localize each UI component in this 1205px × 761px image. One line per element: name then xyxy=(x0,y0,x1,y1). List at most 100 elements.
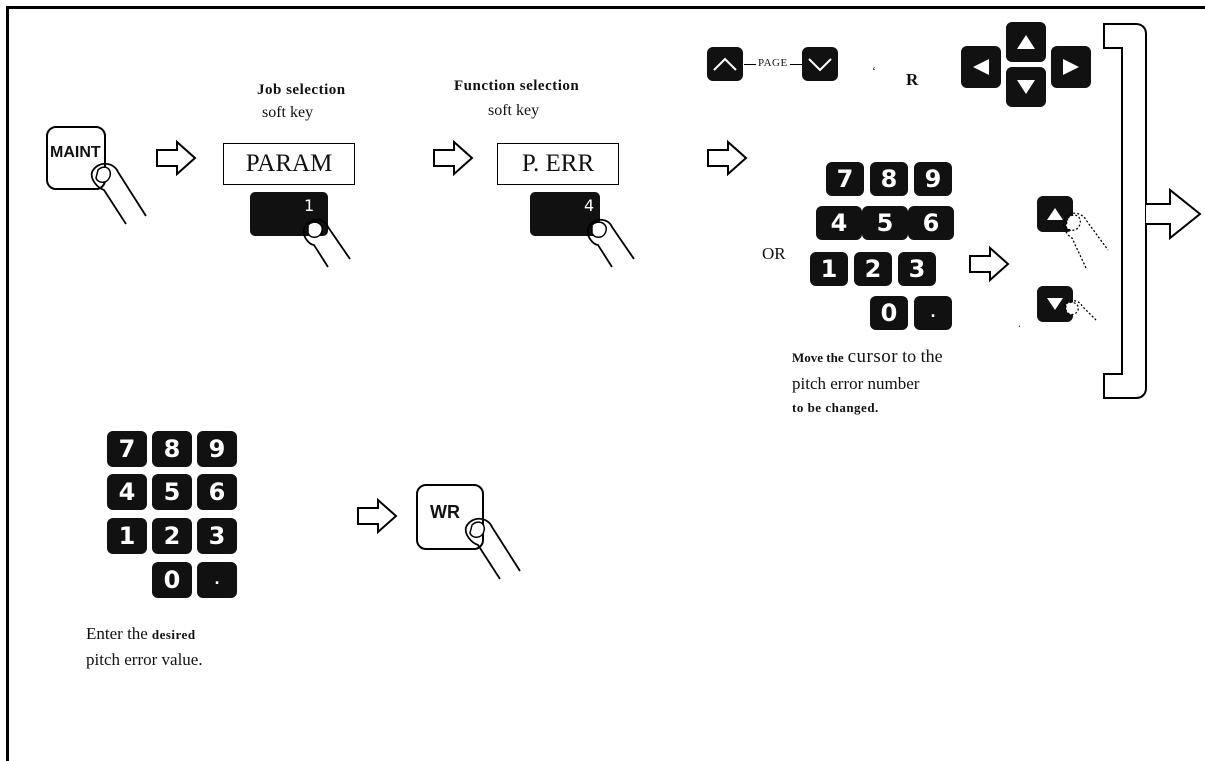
num-key-label: 9 xyxy=(208,435,226,463)
cursor-down-key[interactable] xyxy=(1006,67,1046,107)
cursor-left-key[interactable] xyxy=(961,46,1001,88)
triangle-left-icon xyxy=(973,59,989,75)
num-key[interactable]: 8 xyxy=(152,431,192,467)
num-key-label: 2 xyxy=(864,255,882,283)
num-key[interactable]: 2 xyxy=(854,252,892,286)
num-key[interactable]: 0 xyxy=(152,562,192,598)
enter-caption-1: Enter the desired xyxy=(86,624,196,644)
cursor-caption-1c: to the xyxy=(902,346,943,366)
num-key-label: 9 xyxy=(924,165,942,193)
num-key-label: 3 xyxy=(908,255,926,283)
num-key-label: 5 xyxy=(163,478,181,506)
param-display-label: PARAM xyxy=(245,150,333,177)
triangle-right-icon xyxy=(1063,59,1079,75)
num-key[interactable]: 0 xyxy=(870,296,908,330)
num-key[interactable]: 9 xyxy=(914,162,952,196)
num-key[interactable]: . xyxy=(914,296,952,330)
maint-key-label: MAINT xyxy=(50,144,101,161)
num-key-label: 3 xyxy=(208,522,226,550)
flow-arrow-icon xyxy=(357,497,398,535)
flow-arrow-icon xyxy=(969,245,1010,283)
num-key[interactable]: 3 xyxy=(197,518,237,554)
cursor-right-key[interactable] xyxy=(1051,46,1091,88)
triangle-down-icon xyxy=(1047,298,1063,310)
num-key[interactable]: 3 xyxy=(898,252,936,286)
param-display: PARAM xyxy=(223,143,355,185)
num-key[interactable]: 4 xyxy=(816,206,862,240)
num-key-label: 6 xyxy=(208,478,226,506)
function-selection-caption-1: Function selection xyxy=(454,78,580,94)
finger-icon-wr xyxy=(464,517,521,580)
num-key-label: 7 xyxy=(836,165,854,193)
num-key-label: 2 xyxy=(163,522,181,550)
triangle-down-icon xyxy=(1017,80,1035,94)
num-key[interactable]: 6 xyxy=(197,474,237,510)
softkey-1-label: 1 xyxy=(304,196,315,215)
cursor-caption-1a: Move the xyxy=(792,350,844,365)
triangle-up-icon xyxy=(1047,208,1063,220)
cursor-caption-2: pitch error number xyxy=(792,374,920,393)
finger-icon-softkey-1 xyxy=(302,218,351,268)
num-key-label: 0 xyxy=(163,566,181,594)
diagram-frame xyxy=(6,6,1205,761)
num-key-label: 0 xyxy=(880,299,898,327)
num-key[interactable]: 6 xyxy=(908,206,954,240)
perr-display-label: P. ERR xyxy=(521,150,595,177)
page-label: PAGE xyxy=(756,57,790,69)
num-key-label: . xyxy=(214,572,220,588)
or-label: OR xyxy=(762,244,786,263)
enter-caption-1b: desired xyxy=(151,627,196,642)
chevron-up-icon xyxy=(713,57,737,71)
finger-icon-softkey-4 xyxy=(586,218,635,268)
page-up-key[interactable] xyxy=(707,47,743,81)
triangle-up-icon xyxy=(1017,35,1035,49)
num-key[interactable]: 1 xyxy=(107,518,147,554)
num-key[interactable]: 7 xyxy=(107,431,147,467)
cursor-up-key[interactable] xyxy=(1006,22,1046,62)
flow-arrow-icon xyxy=(156,139,197,177)
num-key-label: 4 xyxy=(118,478,136,506)
big-arrow-icon xyxy=(1146,187,1202,241)
flow-arrow-icon xyxy=(433,139,474,177)
num-key[interactable]: 5 xyxy=(152,474,192,510)
num-key[interactable]: 9 xyxy=(197,431,237,467)
num-key[interactable]: 1 xyxy=(810,252,848,286)
tick-mark: ‘ xyxy=(872,64,876,78)
flow-arrow-icon xyxy=(707,139,748,177)
perr-display: P. ERR xyxy=(497,143,619,185)
num-key[interactable]: 4 xyxy=(107,474,147,510)
or-label-top: R xyxy=(906,70,919,89)
wr-key[interactable]: WR xyxy=(416,484,484,550)
chevron-down-icon xyxy=(808,58,832,72)
job-selection-caption-2: soft key xyxy=(262,104,314,121)
page-down-key[interactable] xyxy=(802,47,838,81)
num-key-label: 8 xyxy=(163,435,181,463)
cursor-caption-3: to be changed. xyxy=(792,400,879,415)
num-key[interactable]: 7 xyxy=(826,162,864,196)
cursor-caption-1: Move the cursor to the xyxy=(792,346,943,368)
num-key-label: 1 xyxy=(118,522,136,550)
num-key-label: 8 xyxy=(880,165,898,193)
num-key-label: 4 xyxy=(830,209,848,237)
num-key[interactable]: . xyxy=(197,562,237,598)
num-key[interactable]: 5 xyxy=(862,206,908,240)
wr-key-label: WR xyxy=(430,502,460,522)
finger-icon-dotted xyxy=(1063,300,1097,321)
num-key-label: 5 xyxy=(876,209,894,237)
function-selection-caption-2: soft key xyxy=(488,102,540,119)
job-selection-caption-1: Job selection xyxy=(257,82,346,98)
num-key-label: 1 xyxy=(820,255,838,283)
finger-icon-dotted xyxy=(1062,212,1109,269)
num-key[interactable]: 8 xyxy=(870,162,908,196)
dot-mark: . xyxy=(1018,316,1021,330)
num-key-label: 7 xyxy=(118,435,136,463)
num-key-label: 6 xyxy=(922,209,940,237)
enter-caption-2: pitch error value. xyxy=(86,650,203,669)
bracket xyxy=(1103,23,1147,399)
maint-key[interactable]: MAINT xyxy=(46,126,106,190)
softkey-4-label: 4 xyxy=(584,196,595,215)
num-key-label: . xyxy=(930,305,936,321)
cursor-caption-1b: cursor xyxy=(847,346,899,367)
num-key[interactable]: 2 xyxy=(152,518,192,554)
finger-icon-maint xyxy=(90,162,147,225)
